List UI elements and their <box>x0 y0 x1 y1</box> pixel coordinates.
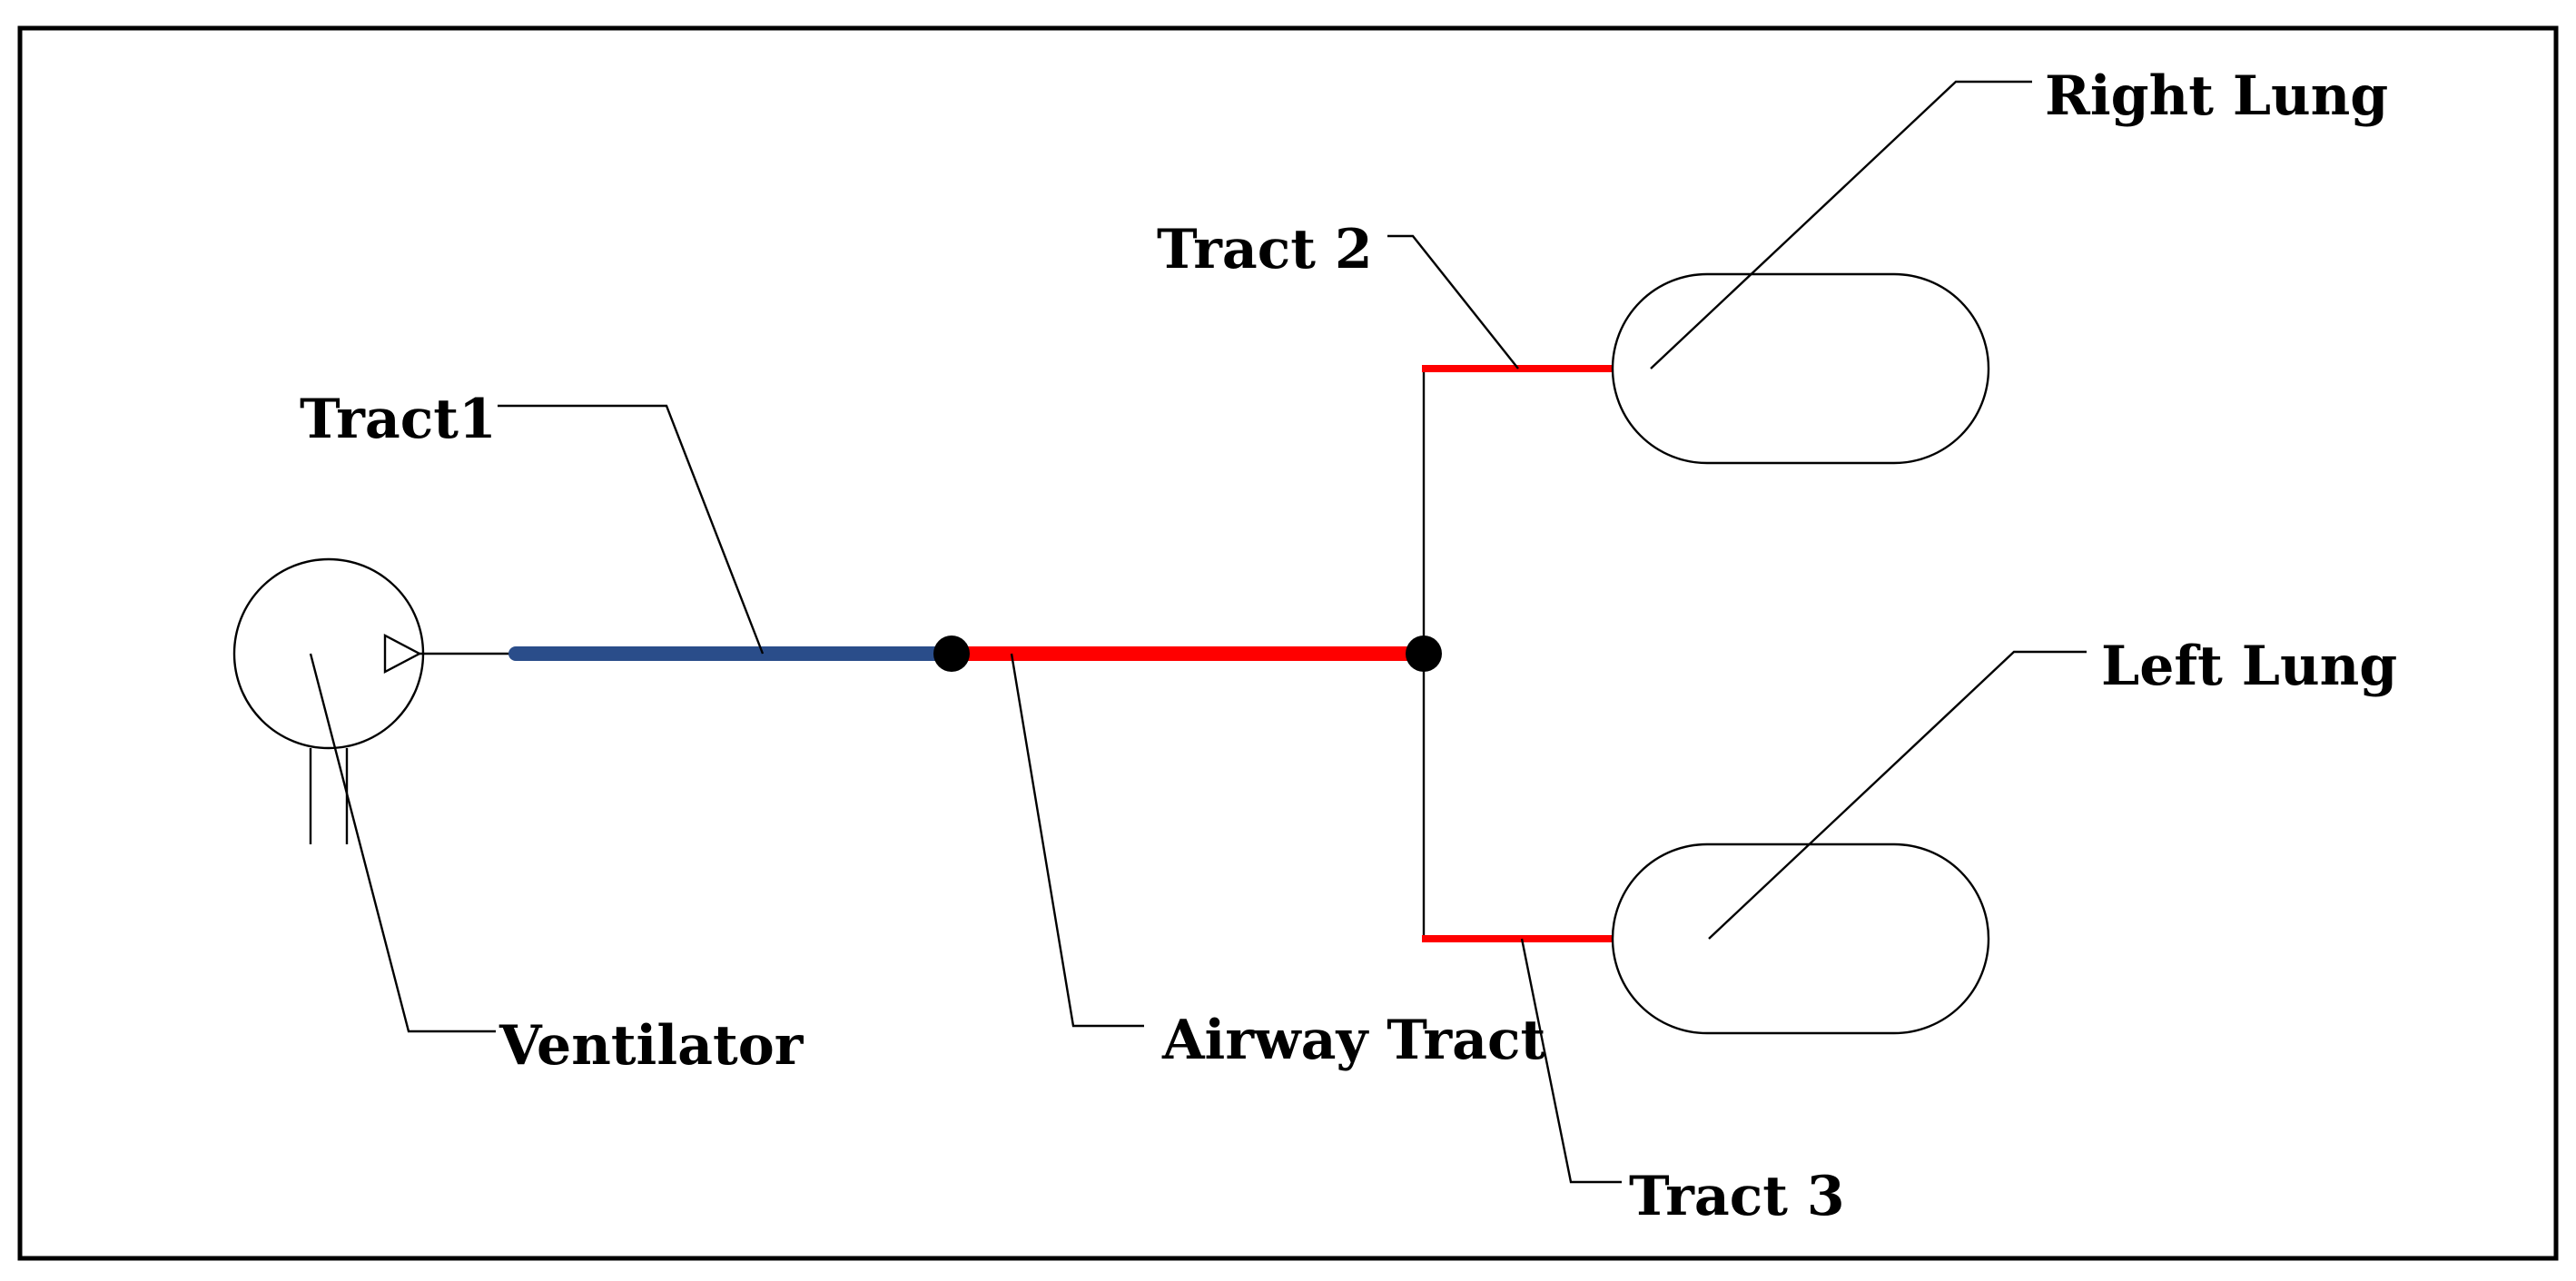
right-lung-shape-icon <box>1611 272 1990 465</box>
label-ventilator: Ventilator <box>498 1014 804 1078</box>
label-tract3: Tract 3 <box>1629 1165 1845 1228</box>
leader-tract3 <box>1520 938 1622 1184</box>
left-lung-shape-icon <box>1611 843 1990 1035</box>
leader-tract2 <box>1387 234 1519 370</box>
label-left-lung: Left Lung <box>2101 635 2397 698</box>
leader-tract1 <box>498 404 765 655</box>
leader-left-lung <box>1708 650 2087 940</box>
leader-ventilator <box>309 653 496 1033</box>
diagram-frame <box>17 25 2559 1261</box>
junction-node-left-icon <box>933 636 970 672</box>
label-right-lung: Right Lung <box>2045 64 2388 128</box>
leader-airway-tract <box>1010 653 1144 1028</box>
label-tract2: Tract 2 <box>1157 218 1373 281</box>
leader-right-lung <box>1650 80 2032 370</box>
ventilator-symbol <box>232 557 516 844</box>
label-tract1: Tract1 <box>300 388 497 451</box>
label-airway-tract: Airway Tract <box>1161 1009 1546 1072</box>
ventilator-arrow-icon <box>383 634 422 674</box>
